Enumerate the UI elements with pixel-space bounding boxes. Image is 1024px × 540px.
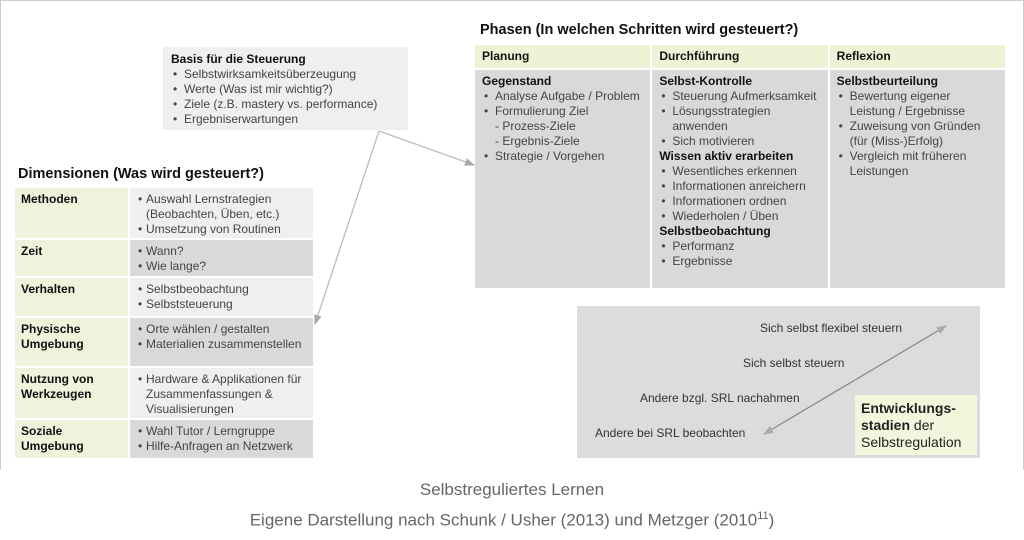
phase-item: Sich motivieren xyxy=(659,134,820,149)
phase-item: Lösungsstrategien anwenden xyxy=(659,104,820,134)
phase-item: Analyse Aufgabe / Problem xyxy=(482,89,643,104)
phase-item: Informationen ordnen xyxy=(659,194,820,209)
basis-box: Basis für die Steuerung Selbstwirksamkei… xyxy=(163,47,408,130)
stage-label: Andere bzgl. SRL nachahmen xyxy=(640,391,800,405)
arrow-basis-to-dimensions xyxy=(314,130,380,326)
dimension-item: Auswahl Lernstrategien (Beobachten, Üben… xyxy=(136,192,307,222)
dimensions-table: Methoden Auswahl Lernstrategien (Beobacht… xyxy=(15,188,313,458)
phase-item: Strategie / Vorgehen xyxy=(482,149,643,164)
caption-footnote: 11 xyxy=(757,510,769,522)
phase-item: Wiederholen / Üben xyxy=(659,209,820,224)
phases-title: Phasen (In welchen Schritten wird gesteu… xyxy=(480,22,799,38)
dimension-label: Physische Umgebung xyxy=(15,318,128,366)
stages-legend: Entwicklungs-stadien der Selbstregulatio… xyxy=(855,395,977,455)
dimension-label: Verhalten xyxy=(15,278,128,316)
dimension-label: Soziale Umgebung xyxy=(15,420,128,458)
phase-header-durchfuehrung: Durchführung xyxy=(652,45,830,68)
dimension-item: Hardware & Applikationen für Zusammenfas… xyxy=(136,372,307,417)
dimension-item: Wann? xyxy=(136,244,307,259)
phase-subitem: - Ergebnis-Ziele xyxy=(495,134,580,148)
arrow-stages-up xyxy=(854,325,948,381)
dimensions-title: Dimensionen (Was wird gesteuert?) xyxy=(18,166,264,182)
phase-item: Bewertung eigener Leistung / Ergebnisse xyxy=(837,89,998,119)
dimension-item: Materialien zusammenstellen xyxy=(136,337,307,352)
arrow-basis-to-phases xyxy=(378,130,476,166)
basis-item: Ergebniserwartungen xyxy=(171,112,400,127)
dimension-item: Orte wählen / gestalten xyxy=(136,322,307,337)
caption-source: Eigene Darstellung nach Schunk / Usher (… xyxy=(0,510,1024,531)
arrow-stages-down xyxy=(762,379,856,435)
stage-label: Andere bei SRL beobachten xyxy=(595,426,746,440)
dimension-label: Nutzung von Werkzeugen xyxy=(15,368,128,418)
stage-label: Sich selbst flexibel steuern xyxy=(760,321,903,335)
stages-box: Sich selbst flexibel steuern Sich selbst… xyxy=(577,306,980,458)
dimension-item: Umsetzung von Routinen xyxy=(136,222,307,237)
phase-heading: Gegenstand xyxy=(482,74,552,88)
basis-item: Selbstwirksamkeitsüberzeugung xyxy=(171,67,400,82)
phase-subitem: - Prozess-Ziele xyxy=(495,119,576,133)
phase-heading: Wissen aktiv erarbeiten xyxy=(659,149,794,163)
dimension-item: Wie lange? xyxy=(136,259,307,274)
dimension-label: Zeit xyxy=(15,240,128,276)
phase-heading: Selbst-Kontrolle xyxy=(659,74,752,88)
dimension-label: Methoden xyxy=(15,188,128,238)
basis-item: Ziele (z.B. mastery vs. performance) xyxy=(171,97,400,112)
dimension-item: Wahl Tutor / Lerngruppe xyxy=(136,424,307,439)
phases-table: Planung Durchführung Reflexion Gegenstan… xyxy=(475,45,1005,288)
phase-item: Wesentliches erkennen xyxy=(659,164,820,179)
caption-title: Selbstreguliertes Lernen xyxy=(419,480,605,499)
basis-item: Werte (Was ist mir wichtig?) xyxy=(171,82,400,97)
phase-header-planung: Planung xyxy=(475,45,653,68)
phase-reflexion: Selbstbeurteilung Bewertung eigener Leis… xyxy=(829,70,1005,288)
phase-item: Zuweisung von Gründen (für (Miss-)Erfolg… xyxy=(837,119,998,149)
dimension-item: Hilfe-Anfragen an Netzwerk xyxy=(136,439,307,454)
dimension-item: Selbststeuerung xyxy=(136,297,307,312)
stages-legend-rest: der Selbstregulation xyxy=(861,417,962,450)
phase-item: Steuerung Aufmerksamkeit xyxy=(659,89,820,104)
basis-title: Basis für die Steuerung xyxy=(171,52,306,66)
phase-planung: Gegenstand Analyse Aufgabe / Problem For… xyxy=(475,70,653,288)
phase-item: Informationen anreichern xyxy=(659,179,820,194)
phase-item: Formulierung Ziel xyxy=(482,104,643,119)
caption-source-text: Eigene Darstellung nach Schunk / Usher (… xyxy=(249,510,758,530)
connector-arrows xyxy=(314,130,948,435)
phase-item: Vergleich mit früheren Leistungen xyxy=(837,149,998,179)
phase-durchfuehrung: Selbst-Kontrolle Steuerung Aufmerksamkei… xyxy=(652,70,830,288)
phase-heading: Selbstbeurteilung xyxy=(836,74,938,88)
phase-heading: Selbstbeobachtung xyxy=(659,224,771,238)
dimension-item: Selbstbeobachtung xyxy=(136,282,307,297)
phase-item: Ergebnisse xyxy=(659,254,820,269)
caption-source-end: ) xyxy=(768,510,775,530)
phase-header-reflexion: Reflexion xyxy=(836,49,891,63)
stages-legend-bold: Entwicklungs-stadien xyxy=(861,400,956,433)
stage-label: Sich selbst steuern xyxy=(743,356,845,370)
phase-item: Performanz xyxy=(659,239,820,254)
